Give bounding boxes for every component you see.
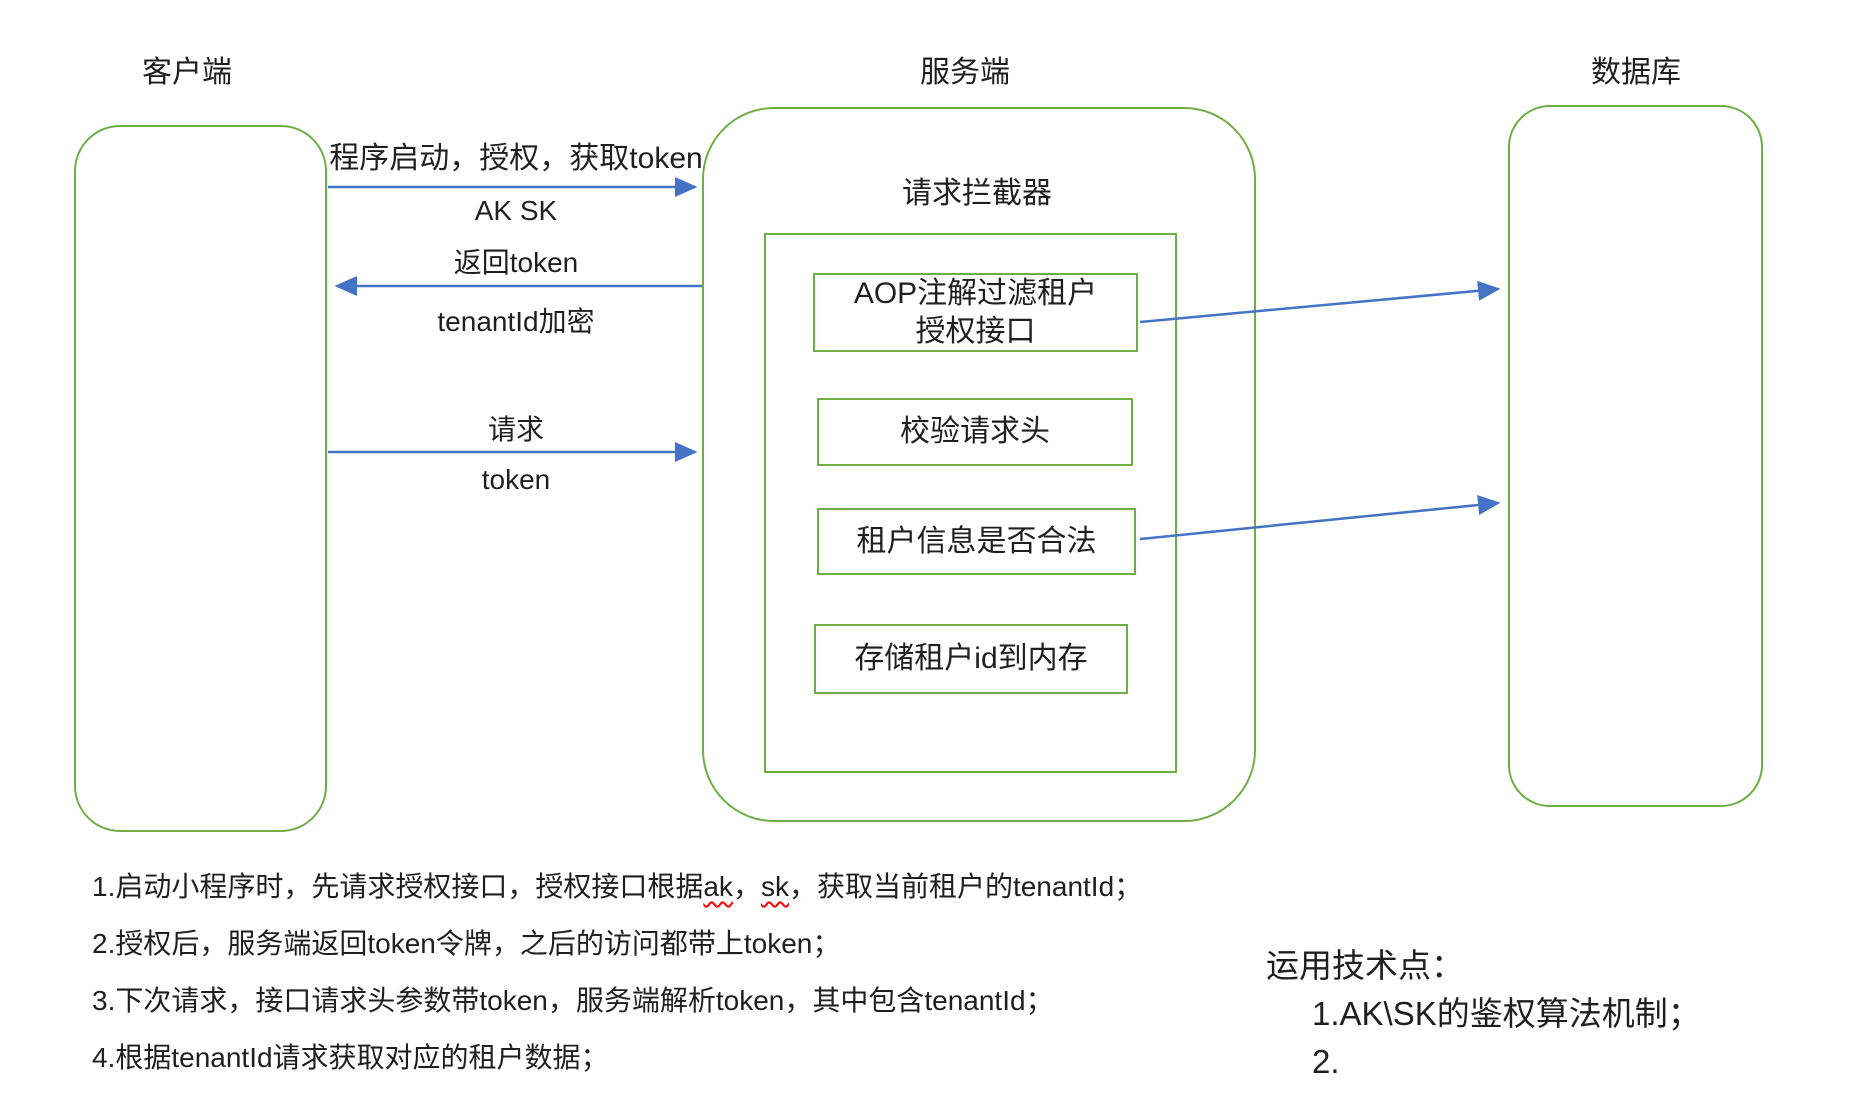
spellcheck-word: sk [760, 871, 789, 902]
message-tenantid-encrypted: tenantId加密 [437, 306, 595, 337]
lane-title-database: 数据库 [1591, 56, 1681, 89]
server-box [702, 107, 1256, 822]
tech-notes-item: 1.AK\SK的鉴权算法机制； [1312, 995, 1701, 1032]
step-check-request-header: 校验请求头 [817, 398, 1133, 466]
client-box [74, 125, 327, 832]
message-startup-auth-get-token: 程序启动，授权，获取token [329, 142, 703, 175]
note-line: 4.根据tenantId请求获取对应的租户数据； [92, 1042, 609, 1073]
spellcheck-word: ak [703, 871, 733, 902]
step-store-tenant-id: 存储租户id到内存 [814, 624, 1128, 694]
message-return-token: 返回token [453, 247, 579, 278]
step-label: 校验请求头 [900, 415, 1050, 448]
lane-title-server: 服务端 [920, 56, 1010, 89]
message-ak-sk: AK SK [474, 195, 558, 226]
message-request: 请求 [487, 414, 544, 445]
note-line: 1.启动小程序时，先请求授权接口，授权接口根据ak，sk，获取当前租户的tena… [92, 871, 1143, 902]
step-label: AOP注解过滤租户 授权接口 [853, 276, 1098, 348]
step-aop-annotation-filter: AOP注解过滤租户 授权接口 [813, 273, 1138, 352]
tech-notes-item: 2. [1312, 1043, 1340, 1080]
message-token: token [481, 464, 551, 495]
lane-title-client: 客户端 [142, 56, 232, 89]
note-line: 2.授权后，服务端返回token令牌，之后的访问都带上token； [92, 928, 841, 959]
tech-notes-block: 运用技术点： 1.AK\SK的鉴权算法机制； 2. [1266, 942, 1701, 1086]
step-label: 租户信息是否合法 [856, 524, 1097, 558]
notes-block: 1.启动小程序时，先请求授权接口，授权接口根据ak，sk，获取当前租户的tena… [92, 858, 1142, 1086]
tech-notes-title: 运用技术点： [1266, 947, 1464, 984]
interceptor-title: 请求拦截器 [902, 177, 1052, 210]
step-label: 存储租户id到内存 [854, 642, 1088, 675]
step-tenant-info-valid: 租户信息是否合法 [817, 508, 1136, 575]
note-line: 3.下次请求，接口请求头参数带token，服务端解析token，其中包含tena… [92, 985, 1054, 1016]
database-box [1508, 105, 1763, 807]
